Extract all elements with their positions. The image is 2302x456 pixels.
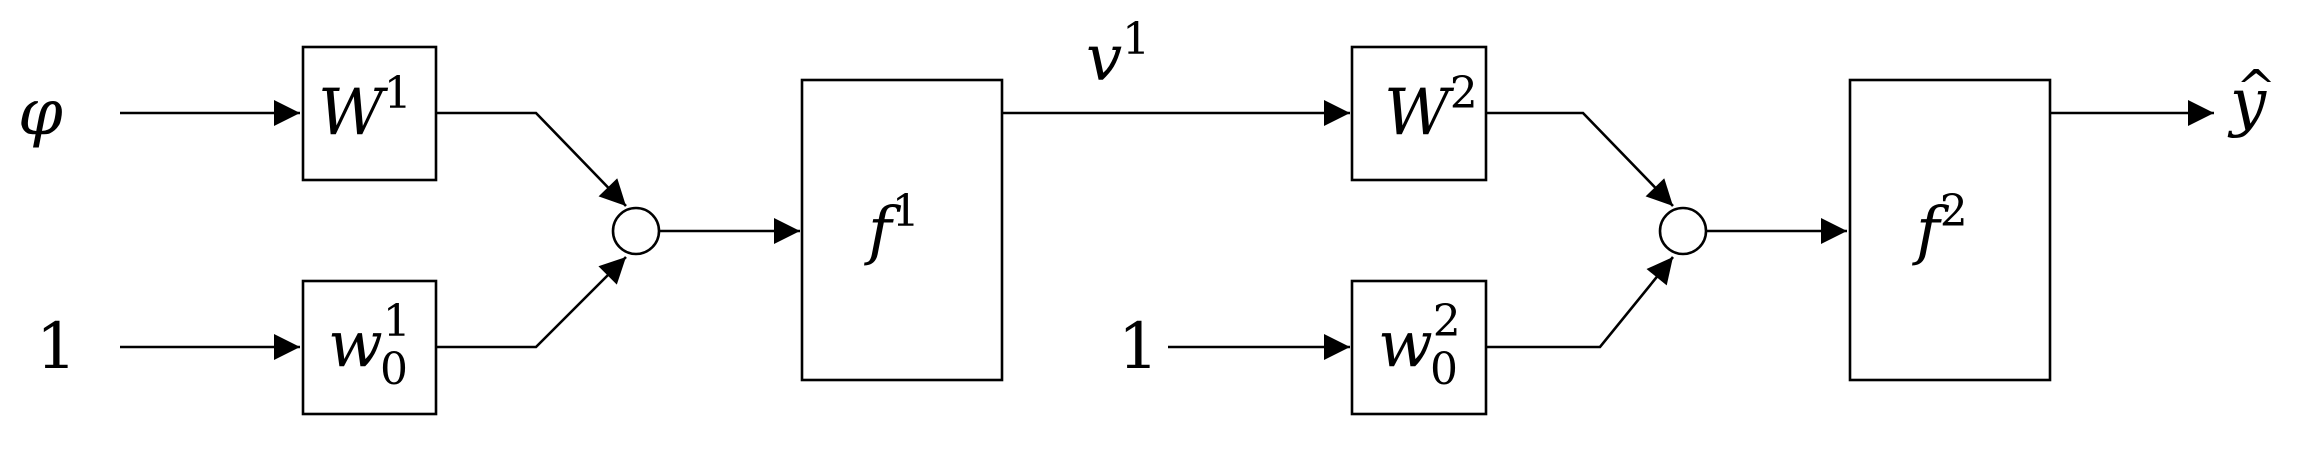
w01-base: w bbox=[328, 308, 383, 382]
block-W1: W1 bbox=[301, 45, 438, 182]
signal-v1-label: v1 bbox=[1086, 14, 1150, 96]
summation-node-1 bbox=[611, 206, 661, 256]
w01-superscript: 1 bbox=[383, 296, 411, 347]
input-phi-label: φ bbox=[18, 76, 63, 150]
w02-base: w bbox=[1378, 308, 1433, 382]
W1-superscript: 1 bbox=[384, 68, 412, 119]
block-f1: f1 bbox=[800, 78, 1004, 382]
f1-superscript: 1 bbox=[892, 186, 920, 237]
W2-to-sum2-arrow bbox=[1486, 111, 1674, 207]
w02-superscript: 2 bbox=[1433, 296, 1461, 347]
w01-to-sum1-arrow bbox=[436, 256, 627, 349]
svg-text:w1: w1 bbox=[328, 296, 411, 382]
svg-text:W1: W1 bbox=[318, 68, 412, 150]
w02-subscript: 0 bbox=[1430, 344, 1458, 395]
v1-superscript: 1 bbox=[1122, 14, 1150, 65]
f2-superscript: 2 bbox=[1940, 186, 1968, 237]
block-w01: w1 0 bbox=[301, 279, 438, 416]
W1-base: W bbox=[318, 76, 389, 150]
W1-to-sum1-arrow bbox=[436, 111, 627, 207]
svg-text:0: 0 bbox=[380, 344, 408, 395]
W2-superscript: 2 bbox=[1450, 68, 1478, 119]
w01-subscript: 0 bbox=[380, 344, 408, 395]
svg-text:W2: W2 bbox=[1384, 68, 1478, 150]
block-f2: f2 bbox=[1848, 78, 2052, 382]
input-one-label-layer2: 1 bbox=[1118, 310, 1159, 384]
yhat-hat: ^ bbox=[2236, 60, 2276, 116]
block-w02: w2 0 bbox=[1350, 279, 1488, 416]
svg-text:w2: w2 bbox=[1378, 296, 1461, 382]
output-yhat-label: y ^ bbox=[2227, 60, 2276, 140]
input-one-label-layer1: 1 bbox=[36, 310, 77, 384]
yhat-base: y bbox=[2227, 66, 2267, 140]
W2-base: W bbox=[1384, 76, 1455, 150]
summation-node-2 bbox=[1658, 206, 1708, 256]
v1-base: v bbox=[1086, 22, 1122, 96]
block-W2: W2 bbox=[1350, 45, 1488, 182]
w02-to-sum2-arrow bbox=[1486, 256, 1675, 349]
svg-text:0: 0 bbox=[1430, 344, 1458, 395]
